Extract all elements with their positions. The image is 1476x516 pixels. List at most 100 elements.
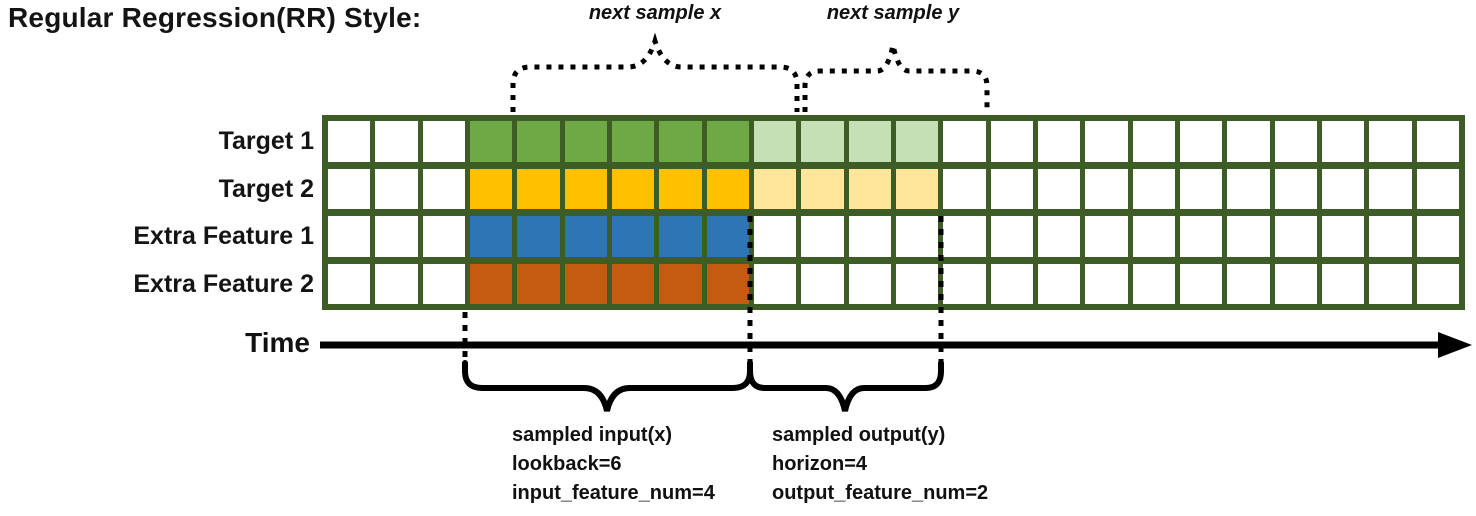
row-label-extra-feature-1: Extra Feature 1 (133, 222, 314, 250)
grid-cell (1227, 121, 1270, 162)
grid-cell (1037, 216, 1081, 257)
next-sample-x-label: next sample x (588, 2, 722, 24)
sampled-input-brace (462, 360, 753, 412)
grid-cell (801, 121, 844, 162)
grid-cell (328, 168, 371, 209)
grid-cell (1085, 121, 1128, 162)
grid-cell (517, 216, 560, 257)
next-sample-y-brace (802, 44, 990, 112)
grid-cell (469, 168, 513, 209)
grid-cell (1132, 168, 1175, 209)
grid-cell (1416, 263, 1459, 304)
grid-cell (564, 216, 607, 257)
grid-cell (375, 263, 418, 304)
grid-cell (659, 168, 702, 209)
grid-cell (1416, 121, 1459, 162)
grid-cell (422, 168, 465, 209)
grid-cell (564, 263, 607, 304)
grid-cell (848, 168, 891, 209)
grid-cell (1274, 168, 1317, 209)
sampled-output-title: sampled output(y) (772, 424, 946, 446)
grid-cell (1037, 263, 1081, 304)
grid-cell (1179, 216, 1223, 257)
grid-cell (943, 121, 986, 162)
grid-cell (801, 263, 844, 304)
grid-cell (1179, 263, 1223, 304)
grid-cell (943, 216, 986, 257)
grid-cell (611, 121, 655, 162)
grid-cell (1227, 168, 1270, 209)
grid-cell (564, 121, 607, 162)
grid-cell (848, 263, 891, 304)
output-feature-num-value: output_feature_num=2 (772, 482, 989, 504)
grid-cell (1085, 216, 1128, 257)
grid-cell (1274, 216, 1317, 257)
grid-cell (753, 263, 797, 304)
sampled-output-annotation: sampled output(y) horizon=4 output_featu… (772, 421, 988, 508)
grid-cell (422, 121, 465, 162)
grid-cell (706, 263, 749, 304)
grid-cell (1369, 216, 1412, 257)
grid-cell (1227, 263, 1270, 304)
grid-cell (375, 216, 418, 257)
grid-cell (1037, 168, 1081, 209)
grid-cell (753, 168, 797, 209)
grid-cell (1132, 216, 1175, 257)
grid-cell (753, 121, 797, 162)
grid-cell (1274, 121, 1317, 162)
grid-cell (517, 263, 560, 304)
grid-cell (375, 168, 418, 209)
grid-cell (1132, 263, 1175, 304)
grid-cell (611, 263, 655, 304)
grid-cell (895, 168, 939, 209)
grid-cell (1369, 121, 1412, 162)
sample-grid (322, 115, 1465, 310)
horizon-value: horizon=4 (772, 453, 868, 475)
grid-cell (1085, 263, 1128, 304)
grid-cell (517, 168, 560, 209)
grid-cell (1179, 168, 1223, 209)
grid-cell (990, 121, 1033, 162)
lookback-value: lookback=6 (512, 453, 622, 475)
grid-cell (1037, 121, 1081, 162)
grid-cell (1227, 216, 1270, 257)
grid-cell (375, 121, 418, 162)
grid-cell (753, 216, 797, 257)
grid-cell (1179, 121, 1223, 162)
grid-cell (1369, 168, 1412, 209)
input-feature-num-value: input_feature_num=4 (512, 482, 715, 504)
next-sample-x-brace (510, 32, 800, 112)
grid-cell (422, 216, 465, 257)
grid-cell (1321, 263, 1365, 304)
grid-cell (659, 216, 702, 257)
grid-cell (1369, 263, 1412, 304)
grid-cell (1274, 263, 1317, 304)
grid-cell (943, 263, 986, 304)
grid-cell (422, 263, 465, 304)
sampled-input-title: sampled input(x) (512, 424, 673, 446)
row-label-target-1: Target 1 (218, 127, 314, 155)
row-label-extra-feature-2: Extra Feature 2 (133, 269, 314, 298)
grid-cell (469, 216, 513, 257)
diagram-title: Regular Regression(RR) Style: (8, 2, 422, 33)
grid-cell (328, 121, 371, 162)
grid-cell (706, 216, 749, 257)
grid-cell (801, 216, 844, 257)
grid-cell (895, 121, 939, 162)
grid-cell (611, 168, 655, 209)
grid-cell (895, 216, 939, 257)
grid-cell (517, 121, 560, 162)
grid-cell (564, 168, 607, 209)
grid-cell (469, 263, 513, 304)
grid-cell (1321, 216, 1365, 257)
grid-cell (1416, 168, 1459, 209)
grid-cell (1321, 121, 1365, 162)
sampled-input-annotation: sampled input(x) lookback=6 input_featur… (512, 421, 715, 508)
grid-cell (1132, 121, 1175, 162)
grid-cell (706, 121, 749, 162)
time-axis-label: Time (245, 327, 310, 358)
grid-cell (990, 168, 1033, 209)
grid-cell (611, 216, 655, 257)
grid-cell (1085, 168, 1128, 209)
